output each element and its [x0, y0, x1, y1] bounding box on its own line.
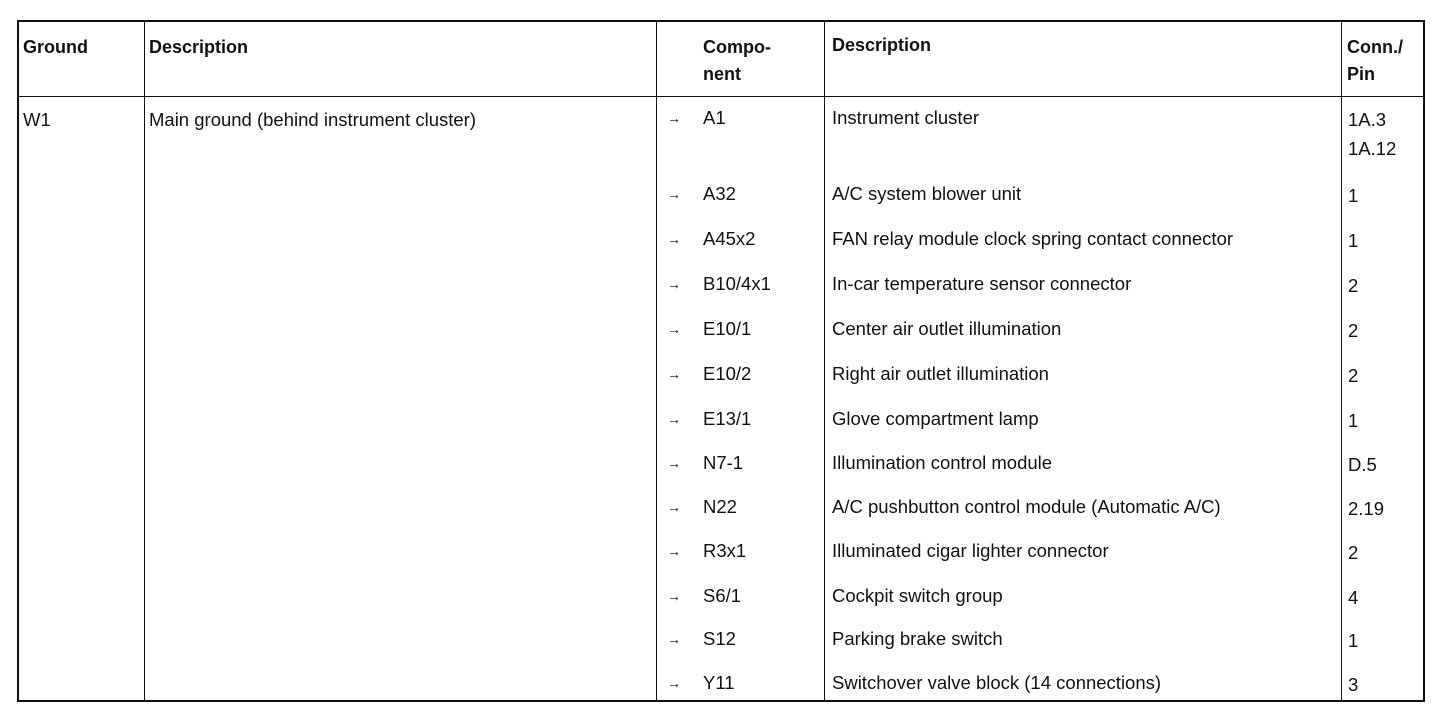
arrow-icon: →: [667, 186, 681, 202]
header-ground: Ground: [23, 37, 88, 57]
component-description: Switchover valve block (14 connections): [832, 672, 1162, 693]
arrow-icon: →: [667, 588, 681, 604]
component-description: Center air outlet illumination: [832, 318, 1062, 339]
conn-pin: 2: [1348, 320, 1359, 341]
header-conn-line1: Conn./: [1347, 37, 1403, 57]
component-id: S12: [703, 628, 736, 649]
component-description: Illumination control module: [832, 452, 1053, 473]
component-id: N22: [703, 496, 737, 517]
component-description: FAN relay module clock spring contact co…: [832, 228, 1234, 249]
component-id: Y11: [703, 672, 735, 693]
component-id: E10/1: [703, 318, 752, 339]
conn-pin: 2: [1348, 542, 1359, 563]
arrow-icon: →: [667, 543, 681, 559]
arrow-icon: →: [667, 499, 681, 515]
component-id: R3x1: [703, 540, 747, 561]
conn-pin: 1: [1348, 630, 1359, 651]
ground-description: Main ground (behind instrument cluster): [149, 109, 476, 130]
conn-pin: 1: [1348, 410, 1359, 431]
arrow-icon: →: [667, 276, 681, 292]
arrow-icon: →: [667, 231, 681, 247]
component-description: A/C pushbutton control module (Automatic…: [832, 496, 1221, 517]
arrow-icon: →: [667, 411, 681, 427]
component-id: B10/4x1: [703, 273, 771, 294]
conn-pin: 2.19: [1348, 498, 1385, 519]
component-description: Cockpit switch group: [832, 585, 1003, 606]
conn-pin: 2: [1348, 365, 1359, 386]
header-component-line2: nent: [703, 64, 741, 84]
arrow-icon: →: [667, 321, 681, 337]
header-component-line1: Compo-: [703, 37, 771, 57]
arrow-icon: →: [667, 366, 681, 382]
component-description: Glove compartment lamp: [832, 408, 1039, 429]
conn-pin: D.5: [1348, 454, 1377, 475]
component-id: A45x2: [703, 228, 756, 249]
arrow-icon: →: [667, 631, 681, 647]
component-description: A/C system blower unit: [832, 183, 1022, 204]
column-divider: [144, 22, 145, 700]
ground-id: W1: [23, 109, 51, 130]
column-divider: [1341, 22, 1342, 700]
conn-pin: 1A.3: [1348, 109, 1387, 130]
conn-pin: 1: [1348, 185, 1359, 206]
conn-pin: 2: [1348, 275, 1359, 296]
conn-pin: 1A.12: [1348, 138, 1397, 159]
column-divider: [824, 22, 825, 700]
column-divider: [656, 22, 657, 700]
conn-pin: 3: [1348, 674, 1359, 695]
conn-pin: 4: [1348, 587, 1359, 608]
component-id: A32: [703, 183, 736, 204]
component-id: E13/1: [703, 408, 752, 429]
component-description: Instrument cluster: [832, 107, 980, 128]
header-divider: [19, 96, 1423, 97]
component-id: N7-1: [703, 452, 744, 473]
component-description: Parking brake switch: [832, 628, 1003, 649]
component-id: A1: [703, 107, 726, 128]
arrow-icon: →: [667, 455, 681, 471]
conn-pin: 1: [1348, 230, 1359, 251]
component-id: S6/1: [703, 585, 742, 606]
arrow-icon: →: [667, 675, 681, 691]
component-description: Right air outlet illumination: [832, 363, 1049, 384]
component-description: Illuminated cigar lighter connector: [832, 540, 1109, 561]
header-component-description: Description: [832, 35, 932, 55]
header-conn-line2: Pin: [1347, 64, 1376, 84]
component-description: In-car temperature sensor connector: [832, 273, 1132, 294]
component-id: E10/2: [703, 363, 752, 384]
header-description: Description: [149, 37, 249, 57]
ground-point-table: Ground Description Compo- nent Descripti…: [17, 20, 1425, 702]
arrow-icon: →: [667, 110, 681, 126]
